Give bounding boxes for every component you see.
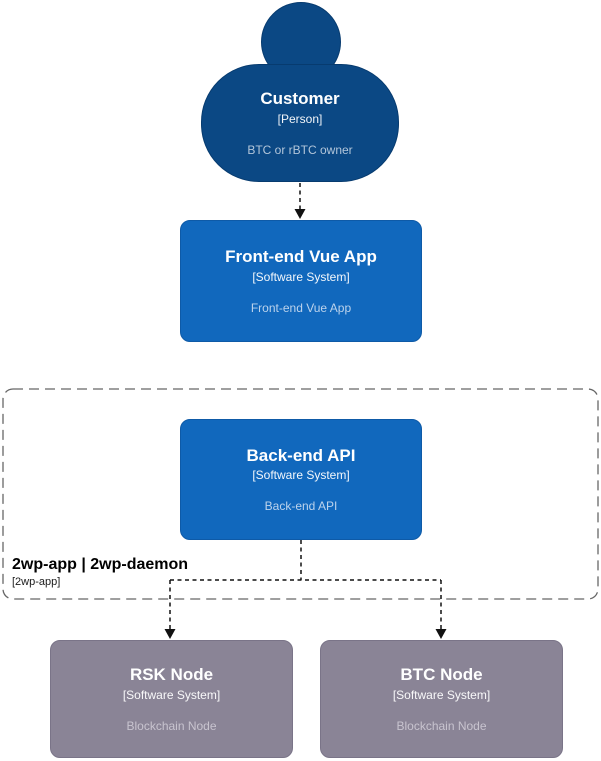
node-description: Back-end API <box>264 499 338 514</box>
node-description: Blockchain Node <box>396 718 487 733</box>
node-backend-api: Back-end API [Software System] Back-end … <box>180 419 422 540</box>
boundary-subtitle: [2wp-app] <box>12 576 61 589</box>
node-subtitle: [Software System] <box>392 687 491 702</box>
node-backend-content: Back-end API [Software System] Back-end … <box>181 420 421 539</box>
node-btc: BTC Node [Software System] Blockchain No… <box>320 640 563 758</box>
node-btc-content: BTC Node [Software System] Blockchain No… <box>321 641 562 757</box>
node-subtitle: [Software System] <box>252 269 350 284</box>
node-subtitle: [Software System] <box>252 468 350 483</box>
node-title: Customer <box>260 89 340 109</box>
node-frontend-vue-app: Front-end Vue App [Software System] Fron… <box>180 220 422 342</box>
node-subtitle: [Person] <box>277 111 323 126</box>
node-title: Front-end Vue App <box>225 247 377 267</box>
node-customer: Customer [Person] BTC or rBTC owner <box>201 64 399 182</box>
node-customer-content: Customer [Person] BTC or rBTC owner <box>202 65 398 181</box>
node-subtitle: [Software System] <box>122 687 221 702</box>
boundary-label: 2wp-app | 2wp-daemon [2wp-app] <box>12 555 188 588</box>
node-title: RSK Node <box>129 665 214 685</box>
node-title: Back-end API <box>246 445 356 465</box>
node-description: BTC or rBTC owner <box>247 142 353 157</box>
node-rsk-content: RSK Node [Software System] Blockchain No… <box>51 641 292 757</box>
boundary-title: 2wp-app | 2wp-daemon <box>12 556 189 573</box>
node-frontend-content: Front-end Vue App [Software System] Fron… <box>181 221 421 341</box>
node-description: Front-end Vue App <box>250 300 352 315</box>
node-rsk: RSK Node [Software System] Blockchain No… <box>50 640 293 758</box>
node-description: Blockchain Node <box>126 718 217 733</box>
node-title: BTC Node <box>400 665 483 685</box>
